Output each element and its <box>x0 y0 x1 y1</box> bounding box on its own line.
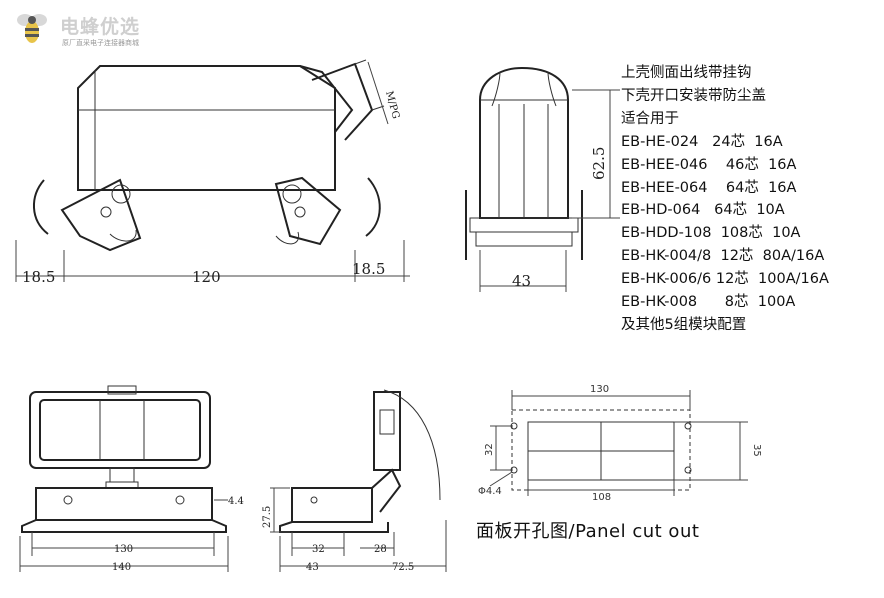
dim-panel-right-h: 35 <box>751 444 762 457</box>
spec-line: EB-HEE-046 46芯 16A <box>621 156 797 173</box>
dim-right-d: 72.5 <box>392 562 414 573</box>
dim-front-right: 18.5 <box>352 260 385 278</box>
spec-list: 上壳侧面出线带挂钩 下壳开口安装带防尘盖 适合用于 EB-HE-024 24芯 … <box>621 62 829 337</box>
side-view: 62.5 43 <box>465 66 620 292</box>
bee-logo-icon <box>17 14 47 43</box>
dim-right-height: 27.5 <box>262 506 273 528</box>
dim-panel-left-h: 32 <box>484 443 495 456</box>
dim-front-left: 18.5 <box>22 268 55 286</box>
base-view: 4.4 130 140 <box>19 385 244 573</box>
base-side-view: 27.5 32 28 43 72.5 <box>262 389 447 573</box>
dim-base-inner: 130 <box>114 544 133 555</box>
dim-panel-inner: 108 <box>592 492 611 503</box>
dim-side-width: 43 <box>512 272 531 290</box>
spec-line: 下壳开口安装带防尘盖 <box>621 87 766 104</box>
spec-line: EB-HEE-064 64芯 16A <box>621 179 797 196</box>
spec-line: EB-HE-024 24芯 16A <box>621 133 783 150</box>
dim-right-c: 43 <box>306 562 319 573</box>
panel-cutout: 130 108 32 35 Φ4.4 <box>478 384 762 503</box>
spec-line: 及其他5组模块配置 <box>621 316 747 333</box>
dim-side-height: 62.5 <box>590 147 608 180</box>
dim-base-hole: 4.4 <box>228 496 244 507</box>
spec-line: 适合用于 <box>621 110 679 127</box>
dim-right-a: 32 <box>312 544 325 555</box>
dim-panel-width: 130 <box>590 384 609 395</box>
logo-subtitle: 原厂直采电子连接器商城 <box>62 39 139 47</box>
dim-front-width: 120 <box>192 268 221 286</box>
dim-panel-hole: Φ4.4 <box>478 486 502 497</box>
spec-line: EB-HD-064 64芯 10A <box>621 202 785 219</box>
spec-line: EB-HK-008 8芯 100A <box>621 294 796 311</box>
dim-right-b: 28 <box>374 544 387 555</box>
spec-line: EB-HDD-108 108芯 10A <box>621 225 801 242</box>
dim-base-outer: 140 <box>112 562 131 573</box>
spec-line: 上壳侧面出线带挂钩 <box>621 65 752 81</box>
panel-caption: 面板开孔图/Panel cut out <box>476 521 700 542</box>
spec-line: EB-HK-006/6 12芯 100A/16A <box>621 271 829 288</box>
spec-line: EB-HK-004/8 12芯 80A/16A <box>621 248 825 265</box>
logo: 电蜂优选 原厂直采电子连接器商城 <box>10 6 160 50</box>
logo-name: 电蜂优选 <box>60 16 141 38</box>
front-view: 18.5 120 18.5 M/PG <box>15 59 410 286</box>
